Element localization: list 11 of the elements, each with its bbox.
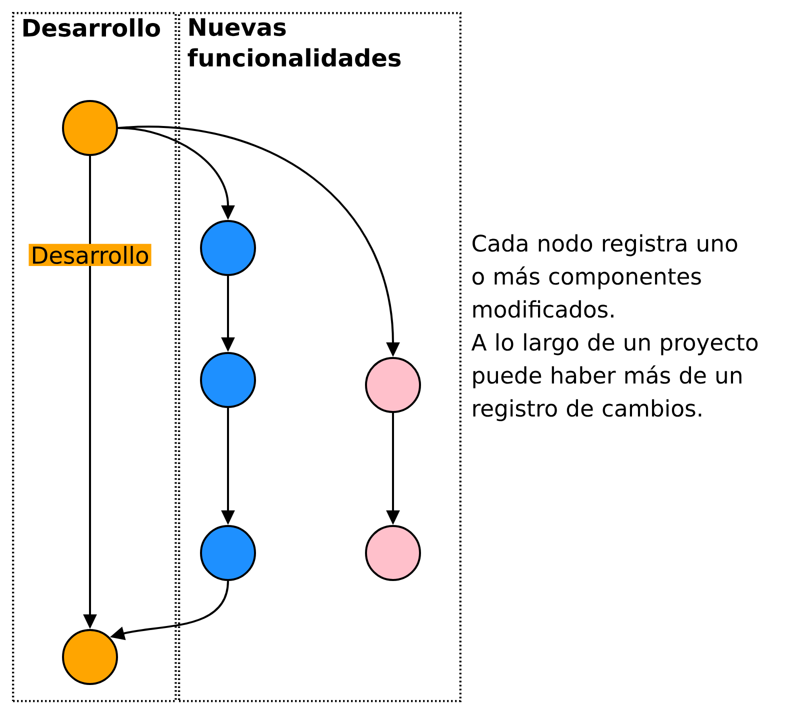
commit-circle <box>365 357 421 413</box>
commit-circle <box>365 525 421 581</box>
edge-label: Desarrollo <box>28 244 152 266</box>
column-box: Nuevas funcionalidades <box>178 12 462 702</box>
note-text: A lo largo de un proyecto puede haber más de un registro de cambios. <box>471 333 758 422</box>
commit-circle <box>200 220 256 276</box>
commit-circle <box>62 629 118 685</box>
commit-circle <box>62 100 118 156</box>
commit-circle <box>200 525 256 581</box>
note-text: Cada nodo registra uno o más componentes modificados. <box>472 234 738 318</box>
commit-circle <box>200 352 256 408</box>
